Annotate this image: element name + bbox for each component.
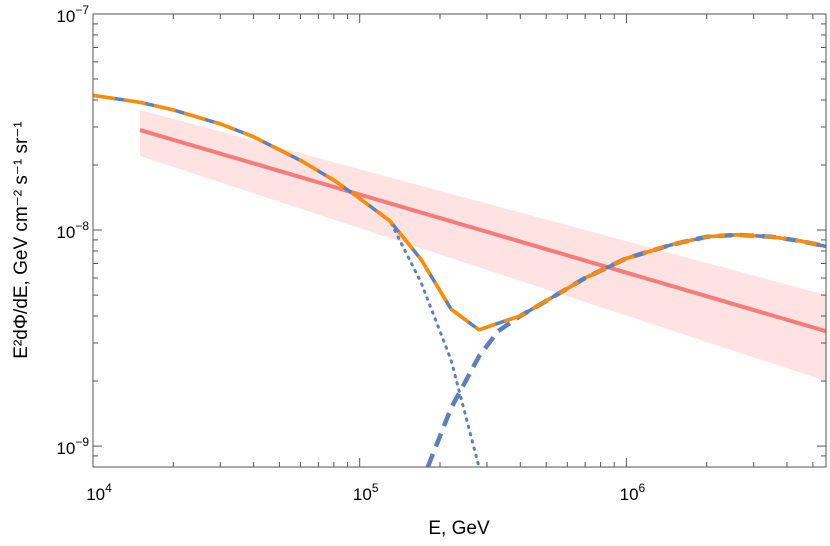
x-tick-label: 106 — [620, 481, 646, 504]
y-axis-ticks — [93, 23, 826, 468]
y-tick-label: 10−8 — [56, 219, 89, 242]
confidence-band — [140, 109, 826, 382]
y-tick-label: 10−9 — [56, 435, 89, 458]
y-axis-title: E²dΦ/dE, GeV cm⁻² s⁻¹ sr⁻¹ — [11, 121, 32, 358]
total-flux-line — [93, 93, 826, 332]
x-axis-ticks — [92, 14, 814, 467]
series-layer — [93, 93, 826, 467]
y-tick-label: 10−7 — [56, 3, 89, 26]
x-tick-labels: 104 105 106 — [86, 481, 645, 504]
confidence-band-layer — [140, 109, 826, 382]
x-tick-label: 104 — [86, 481, 112, 504]
y-tick-labels: 10−7 10−8 10−9 — [56, 3, 89, 458]
x-axis-title: E, GeV — [428, 518, 490, 539]
plot-frame — [92, 13, 827, 468]
x-tick-label: 105 — [353, 481, 379, 504]
power-law-fit-line — [139, 128, 826, 334]
